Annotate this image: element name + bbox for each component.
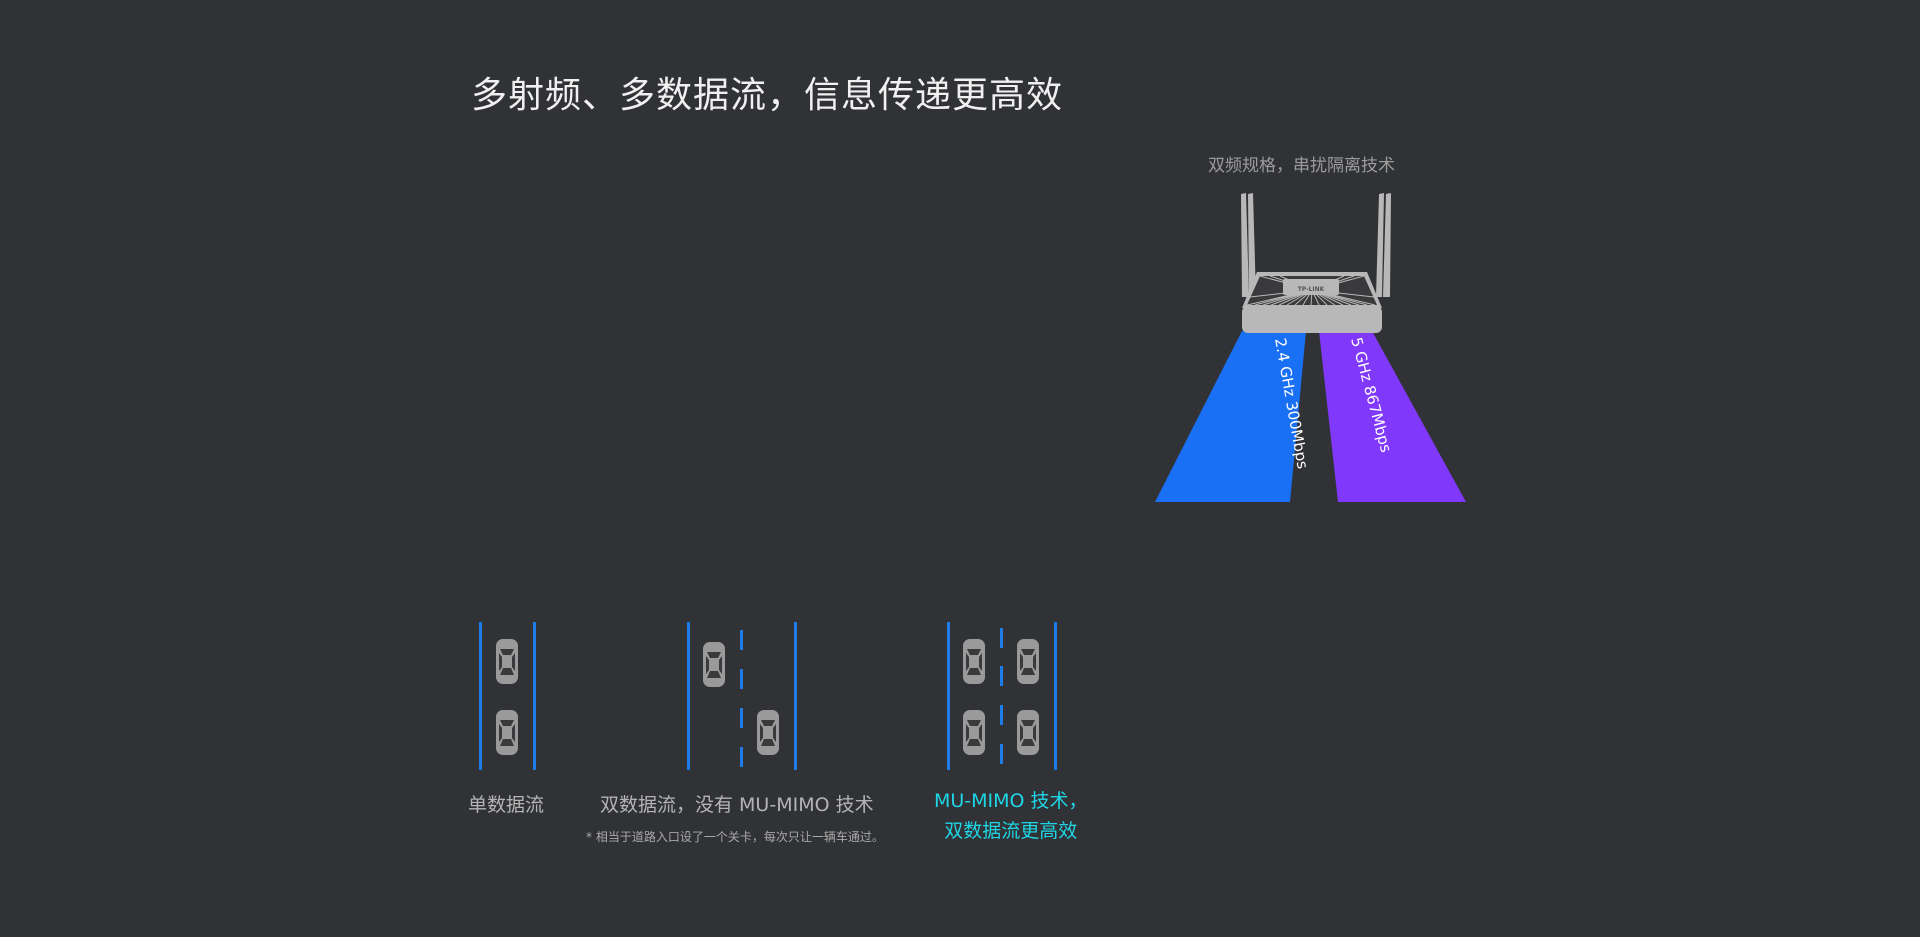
- car-icon: [703, 642, 725, 687]
- car-icon: [963, 639, 985, 684]
- mu-mimo-road: [947, 622, 1057, 770]
- single-stream-road: [479, 622, 536, 770]
- car-icon: [963, 710, 985, 755]
- mu-mimo-caption-line1: MU-MIMO 技术，: [934, 790, 1088, 812]
- mu-mimo-caption-line2: 双数据流更高效: [944, 820, 1078, 842]
- router-brand-logo: TP-LINK: [1298, 286, 1325, 293]
- band-24ghz-beam: [1155, 331, 1306, 502]
- band-5ghz-beam: [1319, 331, 1466, 502]
- car-icon: [757, 710, 779, 755]
- router-body-icon: [1242, 306, 1382, 333]
- car-icon: [1017, 710, 1039, 755]
- dual-stream-footnote: * 相当于道路入口设了一个关卡，每次只让一辆车通过。: [586, 830, 884, 844]
- car-icon: [1017, 639, 1039, 684]
- mu-mimo-caption: MU-MIMO 技术， 双数据流更高效: [934, 786, 1088, 846]
- dual-stream-caption: 双数据流，没有 MU-MIMO 技术: [600, 794, 874, 816]
- page-title: 多射频、多数据流，信息传递更高效: [471, 75, 1064, 116]
- antenna-icon: [1241, 193, 1391, 297]
- router-illustration: 2.4 GHz 300Mbps 5 GHz 867Mbps TP-LINK: [1155, 193, 1466, 502]
- car-icon: [496, 639, 518, 684]
- car-icon: [496, 710, 518, 755]
- router-subtitle: 双频规格，串扰隔离技术: [1208, 156, 1395, 176]
- single-stream-caption: 单数据流: [468, 794, 545, 816]
- dual-stream-road: [687, 622, 797, 770]
